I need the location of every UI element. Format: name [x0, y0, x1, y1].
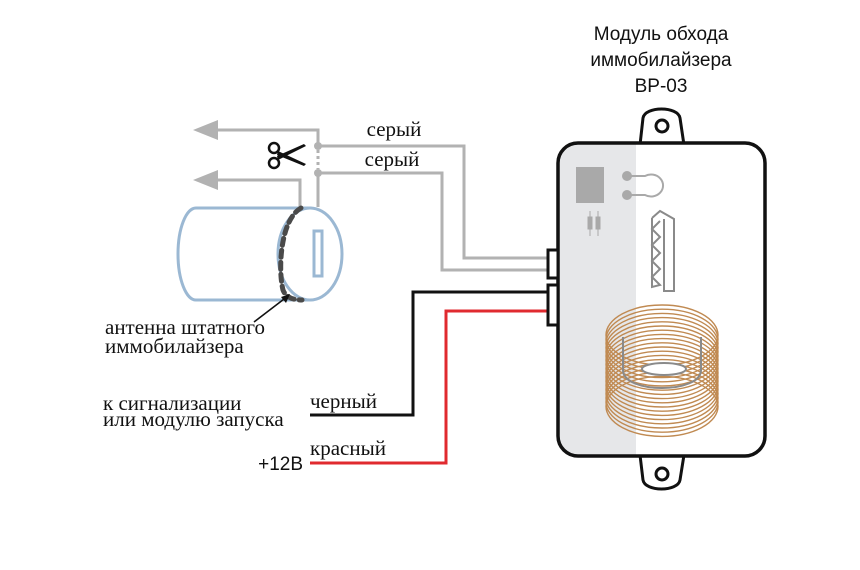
jumper-loop-icon	[622, 171, 665, 200]
bypass-module	[546, 107, 767, 491]
grey-wire-1	[193, 120, 548, 260]
red-wire	[310, 309, 548, 465]
arrow-left-icon	[193, 170, 218, 190]
key-icon	[650, 209, 675, 292]
coil-hole	[641, 362, 687, 376]
lock-cylinder	[176, 205, 344, 303]
diodes-icon	[587, 211, 601, 236]
coil-core	[622, 337, 702, 389]
connector-power	[546, 283, 560, 327]
coil-icon	[605, 304, 719, 438]
grey-wire-2	[193, 169, 548, 272]
wire-label-red: красный	[310, 436, 386, 460]
key-slot	[312, 229, 324, 278]
antenna-pointer	[253, 295, 289, 323]
antenna-ring	[278, 205, 305, 303]
wire-label-grey-2: серый	[365, 147, 420, 171]
black-wire	[310, 290, 548, 417]
arrow-left-icon	[193, 120, 218, 140]
coil-winding	[605, 375, 719, 438]
wire-node	[314, 169, 322, 177]
chip-icon	[576, 167, 604, 203]
cylinder-face	[276, 206, 344, 302]
antenna-label-line-1: антенна штатного	[105, 315, 265, 339]
antenna-label-line-2: иммобилайзера	[105, 334, 244, 358]
scissors-icon	[267, 141, 306, 170]
connector-grey	[546, 248, 560, 280]
title-line-3: BP-03	[635, 76, 688, 97]
alarm-label-line-1: к сигнализации	[103, 391, 241, 415]
title-line-1: Модуль обхода	[594, 24, 729, 45]
alarm-label-line-2: или модулю запуска	[103, 407, 284, 431]
wire-label-black: черный	[310, 389, 377, 413]
wire-label-grey-1: серый	[367, 117, 422, 141]
arrow-icon	[281, 294, 290, 303]
power-label: +12В	[258, 454, 303, 475]
module-title: Модуль обхода иммобилайзера BP-03	[590, 24, 732, 97]
title-line-2: иммобилайзера	[590, 50, 732, 71]
wire-node	[314, 142, 322, 150]
